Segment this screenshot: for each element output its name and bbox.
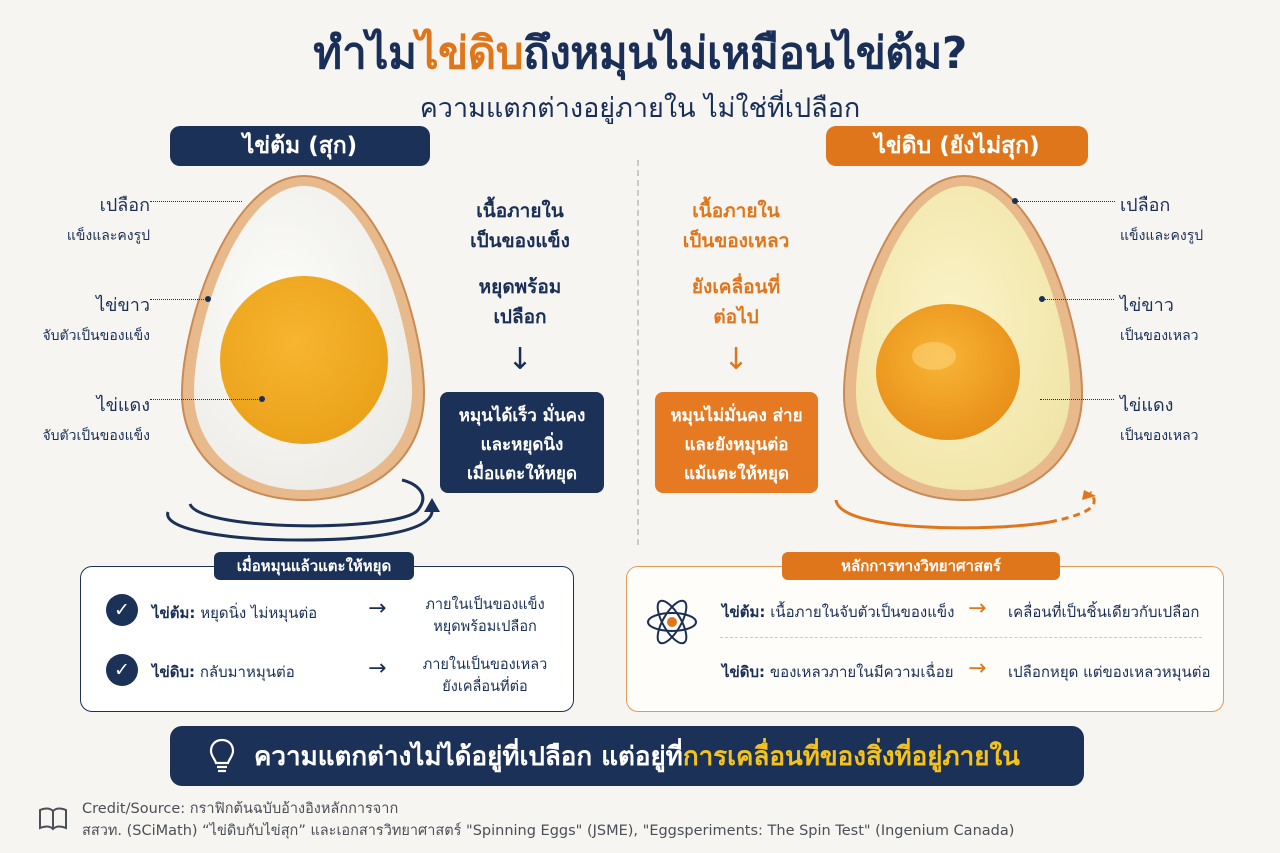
boiled-egg-header: ไข่ต้ม (สุก): [170, 126, 430, 166]
boiled-yolk-label: ไข่แดง จับตัวเป็นของแข็ง: [42, 395, 150, 444]
raw-interior-text: เนื้อภายใน เป็นของเหลว: [682, 200, 790, 252]
banner-text: ความแตกต่างไม่ได้อยู่ที่เปลือก แต่อยู่ที…: [254, 741, 683, 772]
raw-egg-header: ไข่ดิบ (ยังไม่สุก): [826, 126, 1088, 166]
boiled-shell-label: เปลือก แข็งและคงรูป: [66, 195, 150, 244]
conclusion-banner: ความแตกต่างไม่ได้อยู่ที่เปลือก แต่อยู่ที…: [170, 726, 1084, 786]
boiled-science-result: เคลื่อนที่เป็นชิ้นเดียวกับเปลือก: [1008, 603, 1200, 621]
raw-white-label: ไข่ขาว เป็นของเหลว: [1120, 295, 1199, 344]
stop-test-tag: เมื่อหมุนแล้วแตะให้หยุด: [214, 552, 414, 580]
check-icon: ✓: [106, 594, 138, 626]
raw-yolk-label: ไข่แดง เป็นของเหลว: [1120, 395, 1199, 444]
science-row-divider: [720, 637, 1202, 638]
boiled-egg-illustration: [166, 174, 440, 542]
raw-science-result: เปลือกหยุด แต่ของเหลวหมุนต่อ: [1008, 663, 1211, 681]
raw-moving-text: ยังเคลื่อนที่ ต่อไป: [691, 276, 781, 328]
page-subtitle: ความแตกต่างอยู่ภายใน ไม่ใช่ที่เปลือก: [419, 93, 861, 124]
atom-icon: [647, 599, 697, 645]
credit-text: Credit/Source: กราฟิกต้นฉบับอ้างอิงหลักก…: [82, 801, 1015, 839]
raw-result-box: หมุนไม่มั่นคง ส่าย และยังหมุนต่อ แม้แตะใ…: [655, 392, 818, 493]
raw-stop-row: ไข่ดิบ: กลับมาหมุนต่อ: [152, 663, 295, 681]
page-title: ทำไมไข่ดิบถึงหมุนไม่เหมือนไข่ต้ม?: [0, 18, 1280, 88]
title-highlight: ไข่ดิบ: [416, 28, 524, 79]
boiled-yolk: [220, 276, 388, 444]
boiled-science-row: ไข่ต้ม: เนื้อภายในจับตัวเป็นของแข็ง: [722, 603, 955, 621]
boiled-interior-text: เนื้อภายใน เป็นของแข็ง: [470, 200, 570, 252]
arrow-right-icon: →: [968, 596, 987, 621]
boiled-stops-text: หยุดพร้อม เปลือก: [478, 276, 562, 328]
raw-science-row: ไข่ดิบ: ของเหลวภายในมีความเฉื่อย: [722, 663, 954, 681]
arrow-right-icon: →: [368, 656, 387, 681]
check-icon: ✓: [106, 654, 138, 686]
title-part1: ทำไม: [313, 28, 417, 79]
raw-stop-result: ภายในเป็นของเหลว ยังเคลื่อนที่ต่อ: [422, 657, 548, 695]
raw-egg-illustration: [834, 174, 1096, 530]
boiled-white-label: ไข่ขาว จับตัวเป็นของแข็ง: [42, 295, 150, 344]
title-part2: ถึงหมุนไม่เหมือนไข่ต้ม?: [523, 28, 967, 79]
stop-test-panel: [80, 566, 574, 712]
science-tag: หลักการทางวิทยาศาสตร์: [782, 552, 1060, 580]
science-panel: [626, 566, 1224, 712]
arrow-right-icon: →: [368, 596, 387, 621]
boiled-stop-result: ภายในเป็นของแข็ง หยุดพร้อมเปลือก: [425, 597, 545, 635]
banner-highlight: การเคลื่อนที่ของสิ่งที่อยู่ภายใน: [682, 741, 1020, 772]
arrow-down-icon: ↓: [507, 342, 533, 377]
arrow-right-icon: →: [968, 656, 987, 681]
center-divider: [637, 160, 639, 545]
raw-yolk: [876, 304, 1020, 440]
boiled-stop-row: ไข่ต้ม: หยุดนิ่ง ไม่หมุนต่อ: [152, 604, 318, 622]
lightbulb-icon: [209, 738, 235, 773]
boiled-result-box: หมุนได้เร็ว มั่นคง และหยุดนิ่ง เมื่อแตะใ…: [440, 392, 604, 493]
arrow-down-icon: ↓: [723, 342, 749, 377]
book-icon: [39, 807, 67, 831]
raw-shell-label: เปลือก แข็งและคงรูป: [1120, 195, 1204, 244]
